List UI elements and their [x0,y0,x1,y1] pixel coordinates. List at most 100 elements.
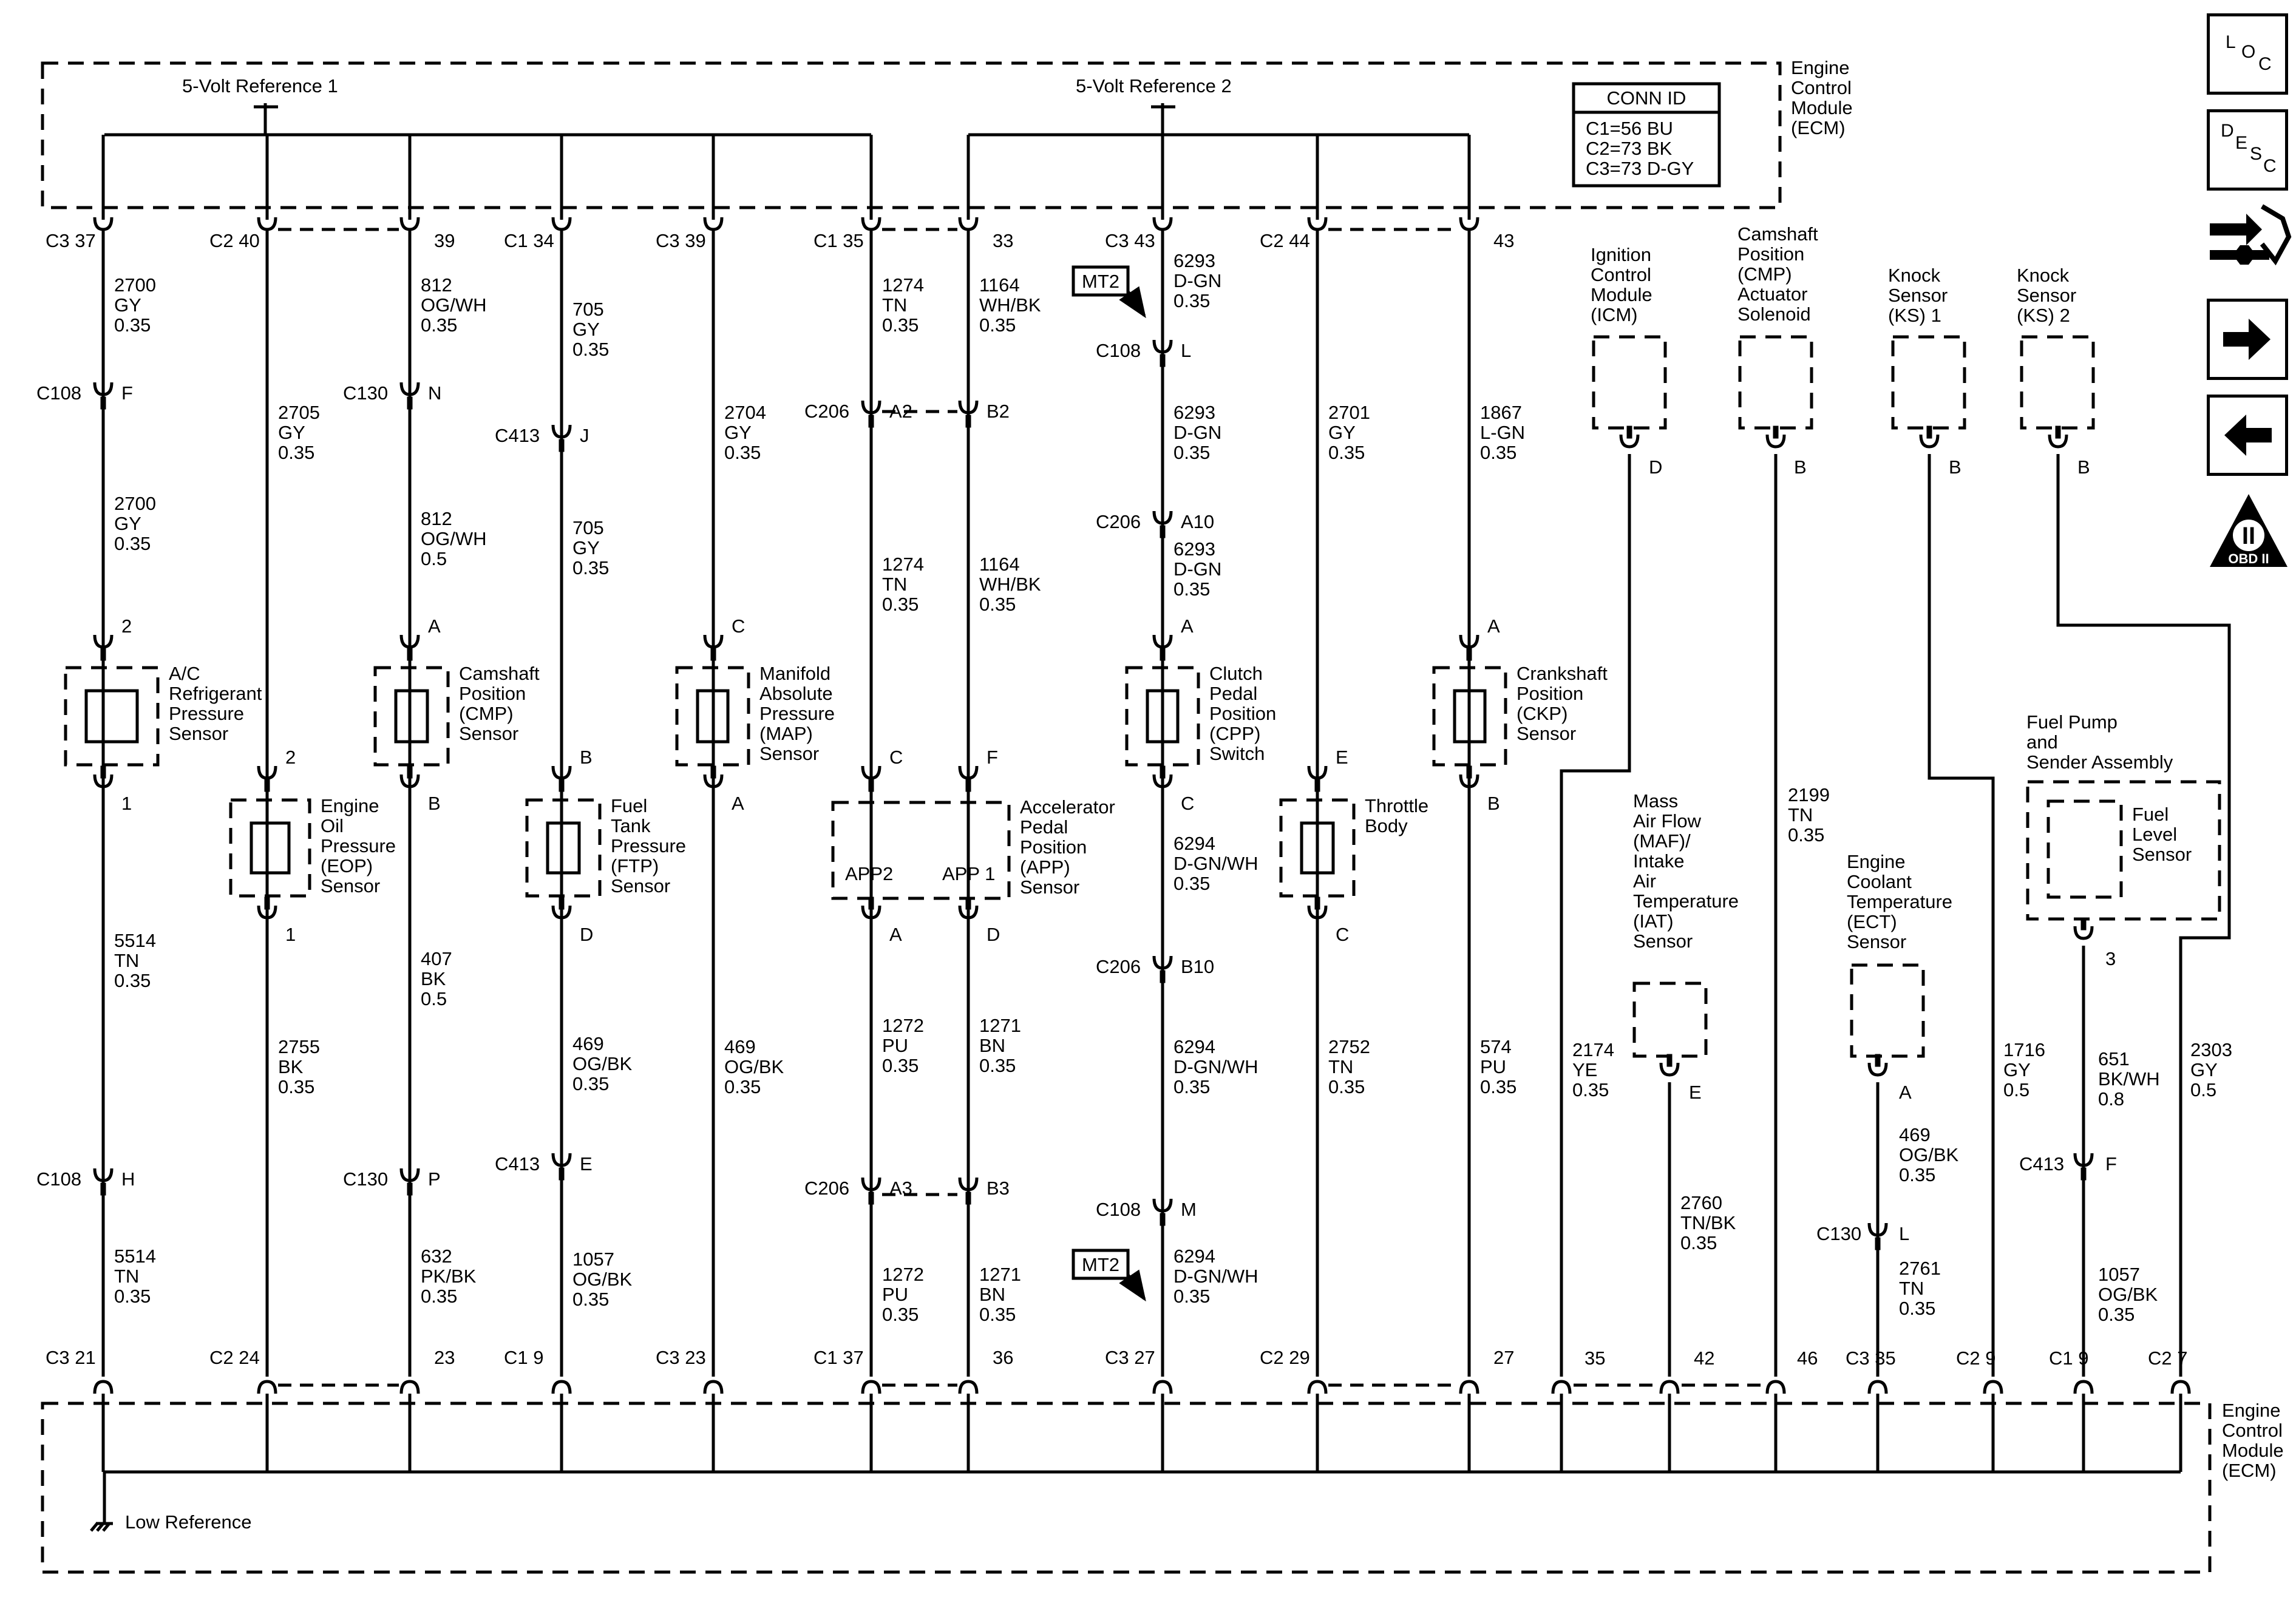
sensor-pin-bottom [710,765,716,779]
sensor-pin-bottom [861,905,881,920]
component-inner [394,689,429,744]
loc-letter-o: O [2241,42,2256,62]
sensor-pin-label: A [732,793,744,814]
ecm-terminal [861,1380,881,1394]
ecm-box-bottom [41,1402,2212,1574]
inline-pin-label: B2 [987,401,1010,422]
sensor-pin-top [868,779,874,792]
male-pin [965,415,971,428]
ground-hatch [96,1522,104,1532]
maf-box [1632,981,1708,1058]
inline-connector-label: C108 [1096,1199,1141,1220]
description-button[interactable]: D E S C [2207,109,2288,191]
ks1-ecm-pin: C2 9 [1956,1348,1995,1369]
ecm-terminal [2170,1380,2191,1394]
service-tools-icon[interactable] [2204,200,2292,273]
sensor-pin-bottom [1926,425,1932,439]
inline-connector-label: C108 [36,1168,81,1190]
app2-label: APP2 [845,863,893,884]
sensor-pin-label: 1 [285,924,296,945]
fuel-connector-pin: F [2105,1153,2117,1175]
ecm-terminal [1459,1380,1479,1394]
sensor-pin-label: C [1181,793,1194,814]
ground-hatch [90,1522,98,1532]
mt2-arrow [1119,1269,1146,1302]
obd-ii-button[interactable]: II OBD II [2207,492,2290,571]
male-pin [1160,525,1166,538]
mt2-label: MT2 [1082,271,1119,292]
sensor-pin-bottom [1875,1054,1881,1067]
ecm-terminal [1659,1380,1680,1394]
mt2-box [1072,1249,1130,1280]
ref2-label: 5-Volt Reference 2 [1076,75,1232,97]
desc-letter-c: C [2263,156,2277,176]
inline-pin-label: B10 [1181,956,1214,977]
conn-id-line: C2=73 BK [1586,138,1673,159]
sensor-pin-top [407,648,413,661]
previous-page-button[interactable] [2207,395,2288,476]
inline-connector-label: C206 [1096,511,1141,532]
sensor-pin-bottom [1466,765,1472,779]
ecm-pin-label: 43 [1493,230,1514,251]
desc-letter-s: S [2250,144,2263,164]
ground-hatch [102,1522,110,1532]
sensor-pin-label: 1 [121,793,132,814]
ecm-pin-label: 33 [993,230,1013,251]
sensor-pin-label: B [428,793,441,814]
sensor-pin-label: A [889,924,902,945]
sensor-pin-label: B [580,747,593,768]
component-box [1432,666,1507,767]
ecm-terminal [1307,1380,1328,1394]
fuel-level-sensor-box [2046,799,2123,899]
component-inner [546,821,581,875]
female-terminal [861,1177,881,1192]
inline-pin-label: J [580,425,589,446]
female-terminal [551,1153,572,1167]
component-inner [250,821,291,875]
conn-id-title: CONN ID [1607,87,1686,109]
sensor-pin-bottom [264,897,270,910]
female-terminal [93,1168,114,1182]
component-inner [84,689,139,744]
male-pin [100,1182,106,1196]
ecm-terminal [93,1380,114,1394]
component-box [525,798,602,898]
ecm-terminal [1765,1380,1786,1394]
fuel-ecm-pin: C1 9 [2049,1348,2088,1369]
ecm-terminal [703,1380,724,1394]
female-terminal [1152,955,1173,970]
ecm-connector-label: C2 40 [209,230,260,251]
location-button[interactable]: L O C [2207,13,2288,95]
next-page-button[interactable] [2207,299,2288,380]
sensor-pin-bottom [551,905,572,920]
ecm-connector-label: C1 35 [813,230,864,251]
component-box [229,798,311,898]
male-pin [559,1167,565,1181]
inline-pin-label: A2 [889,401,912,422]
cmp-solenoid-ecm-pin: 46 [1797,1348,1818,1369]
sensor-pin-bottom [1659,1062,1680,1077]
ecm-connector-label: C1 34 [504,230,554,251]
